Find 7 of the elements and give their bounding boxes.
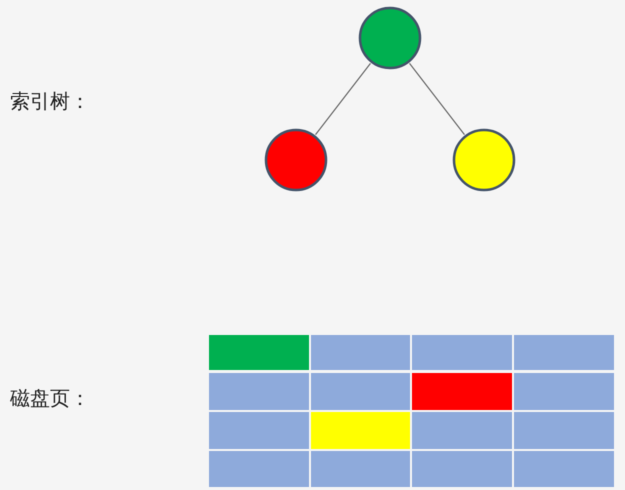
connector-line	[315, 62, 371, 136]
disk-page-label: 磁盘页：	[10, 385, 90, 412]
tree-node-circle	[452, 128, 516, 192]
tree-node-circle	[264, 128, 328, 192]
connector-line	[409, 62, 465, 136]
tree-node-circle	[358, 6, 422, 70]
index-tree-label: 索引树：	[10, 88, 90, 115]
